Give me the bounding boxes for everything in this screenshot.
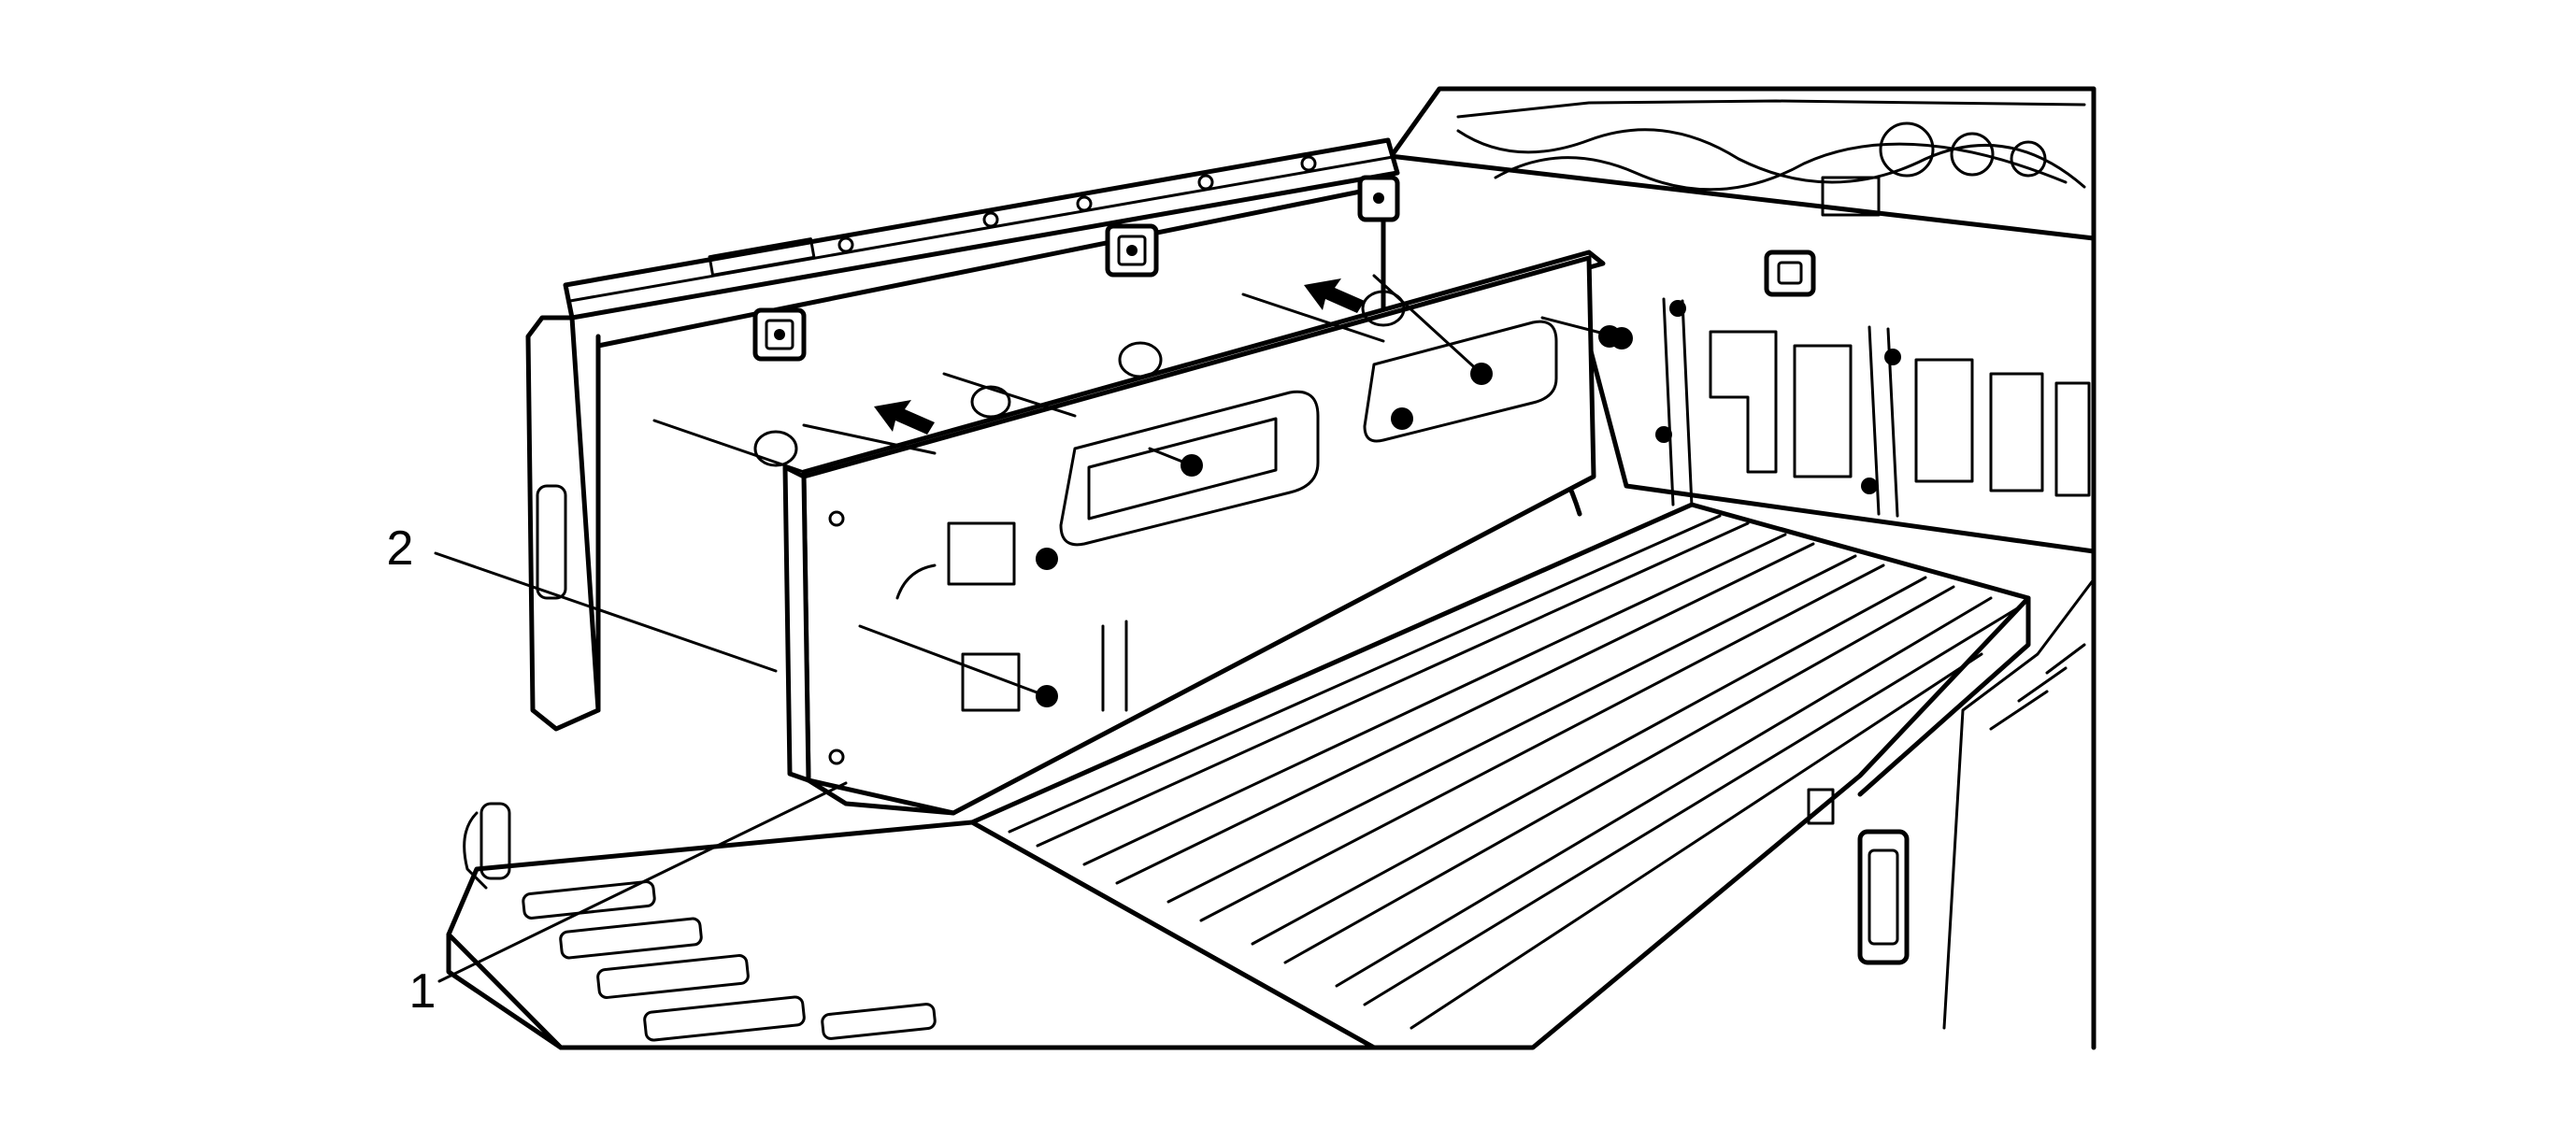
callout-1: 1 <box>409 781 848 1019</box>
callout-2: 2 <box>387 521 778 673</box>
arrow-icon <box>1304 278 1365 313</box>
callout-label-2: 2 <box>387 521 414 576</box>
front-bed-wall <box>1371 151 2097 554</box>
cab-rear-window <box>1390 86 2097 241</box>
right-bed-side <box>1807 549 2097 1050</box>
storage-divider-panel <box>652 250 1633 816</box>
mounting-bolt <box>1540 316 1621 348</box>
tailgate <box>446 802 1377 1050</box>
callout-label-1: 1 <box>409 964 436 1019</box>
arrow-icon <box>874 400 935 435</box>
